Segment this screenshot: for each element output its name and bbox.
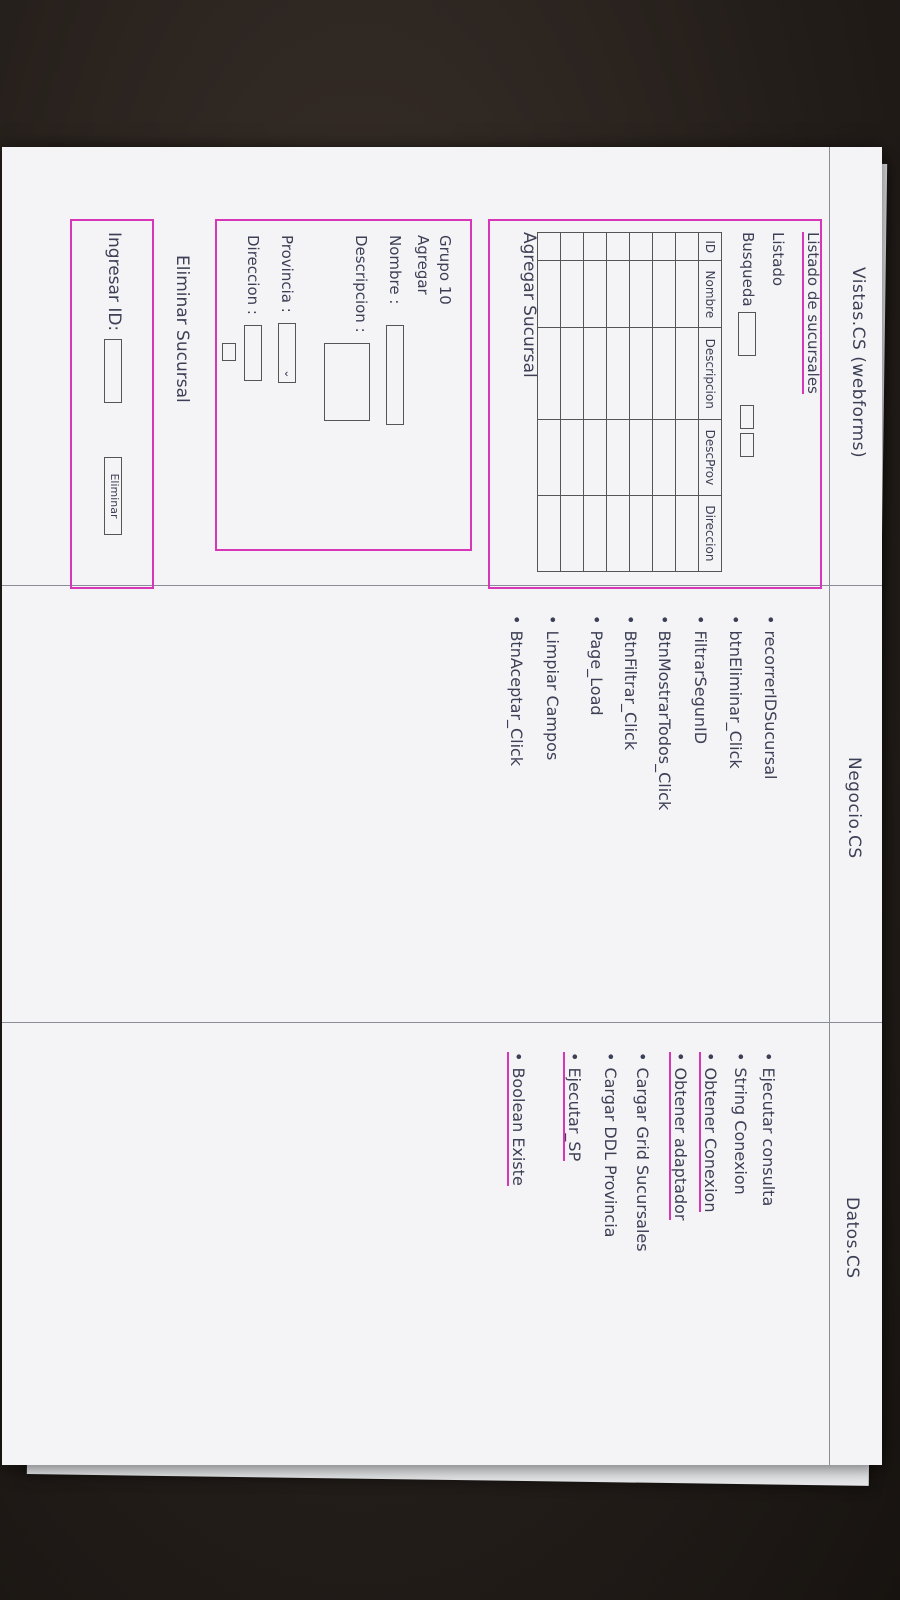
chevron-down-icon: ⌄: [282, 369, 295, 382]
list-item: Cargar DDL Provincia: [601, 1052, 620, 1237]
list-item: BtnMostrarTodos_Click: [655, 615, 674, 810]
list-item: Cargar Grid Sucursales: [633, 1052, 652, 1251]
datos-title: Datos.CS: [842, 1197, 862, 1279]
list-item: Page_Load: [587, 615, 606, 715]
eliminar-button[interactable]: Eliminar: [104, 457, 122, 535]
grid-header-row: ID Nombre Descripcion DescProv Direccion: [698, 232, 722, 572]
list-item: recorrerIDSucursal: [761, 615, 780, 779]
vistas-title: Vistas.CS (webforms): [848, 267, 868, 459]
paper-sheet: Vistas.CS (webforms) Negocio.CS Datos.CS…: [2, 147, 882, 1465]
listado-title: Listado de sucursales: [802, 232, 822, 394]
grid-header-id: ID: [698, 232, 722, 261]
agregar-label: Agregar: [414, 235, 432, 295]
table-row: [560, 232, 584, 572]
nombre-label: Nombre :: [386, 235, 404, 305]
list-item: Ejecutar consulta: [759, 1052, 778, 1206]
filtrar-button[interactable]: [740, 405, 754, 429]
table-row: [675, 232, 699, 572]
grid-header-descprov: DescProv: [698, 419, 722, 496]
ingresar-id-input[interactable]: [104, 339, 122, 403]
list-item: BtnAceptar_Click: [507, 615, 526, 766]
list-item: BtnFiltrar_Click: [621, 615, 640, 750]
list-item: Obtener adaptador: [669, 1052, 690, 1221]
busqueda-input[interactable]: [738, 312, 756, 356]
descripcion-textarea[interactable]: [324, 343, 370, 421]
direccion-input[interactable]: [244, 325, 262, 381]
list-item: Obtener Conexion: [699, 1052, 720, 1213]
column-divider-2: [2, 1022, 882, 1023]
grid-header-nombre: Nombre: [698, 260, 722, 328]
grupo-label: Grupo 10: [436, 235, 454, 305]
eliminar-title: Eliminar Sucursal: [172, 255, 192, 403]
list-item: Ejecutar_SP: [563, 1052, 584, 1162]
agregar-title: Agregar Sucursal: [519, 232, 539, 378]
table-row: [652, 232, 676, 572]
table-row: [606, 232, 630, 572]
sucursales-grid: ID Nombre Descripcion DescProv Direccion: [537, 232, 722, 572]
grid-header-direccion: Direccion: [698, 495, 722, 572]
descripcion-label: Descripcion :: [352, 235, 370, 333]
provincia-select[interactable]: ⌄: [278, 323, 296, 383]
list-item: Limpiar Campos: [543, 615, 562, 760]
list-item: FiltrarSegunID: [691, 615, 710, 744]
negocio-title: Negocio.CS: [844, 757, 864, 859]
table-row: [583, 232, 607, 572]
nombre-input[interactable]: [386, 325, 404, 425]
direccion-label: Direccion :: [244, 235, 262, 315]
listado-label: Listado: [769, 232, 787, 287]
list-item: btnEliminar_Click: [726, 615, 745, 768]
aceptar-button[interactable]: [222, 343, 236, 361]
provincia-label: Provincia :: [278, 235, 296, 313]
list-item: Boolean Existe: [507, 1052, 528, 1186]
list-item: String Conexion: [731, 1052, 750, 1194]
table-row: [629, 232, 653, 572]
table-row: [537, 232, 561, 572]
ingresar-label: Ingresar ID:: [104, 232, 124, 332]
grid-header-descripcion: Descripcion: [698, 327, 722, 420]
busqueda-label: Busqueda: [739, 232, 757, 307]
header-line: [829, 147, 830, 1465]
mostrar-todos-button[interactable]: [740, 433, 754, 457]
rotated-page: Vistas.CS (webforms) Negocio.CS Datos.CS…: [2, 147, 882, 1465]
